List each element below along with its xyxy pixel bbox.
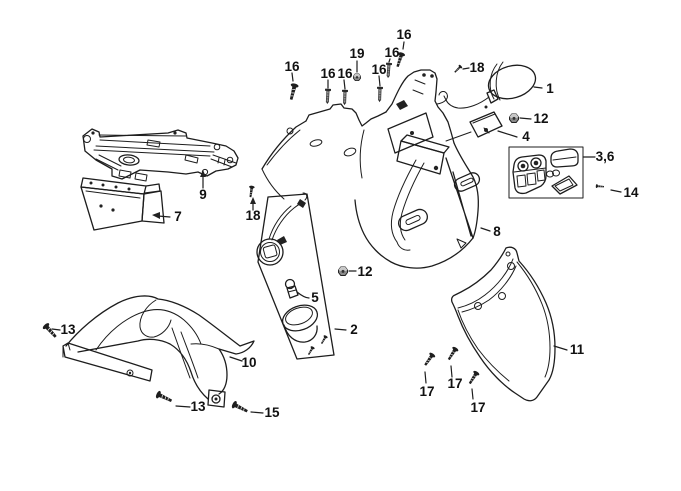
callout-labels: 16 16 16 19 16 16 16 18 1 12 4 3,6 14 9 … <box>60 27 639 420</box>
callout-19: 19 <box>349 46 364 61</box>
nut-19 <box>352 73 362 81</box>
screw-18-a <box>453 64 463 74</box>
callout-5: 5 <box>311 290 319 305</box>
callout-16-b: 16 <box>320 66 336 81</box>
nut-12-a <box>509 113 519 123</box>
callout-12-b: 12 <box>357 264 372 279</box>
screw-17-a <box>422 351 437 368</box>
callout-17-b: 17 <box>447 376 462 391</box>
callout-16-f: 16 <box>396 27 412 42</box>
callout-16-a: 16 <box>284 59 300 74</box>
callout-10: 10 <box>241 355 256 370</box>
screw-16-a <box>286 82 300 101</box>
part-2-license-light-box <box>256 192 335 360</box>
screw-17-b <box>445 345 460 362</box>
part-10-front-fender <box>62 295 255 408</box>
screw-16-d <box>376 86 384 103</box>
part-7-bracket-plate <box>80 177 165 231</box>
callout-14: 14 <box>623 185 639 200</box>
callout-17-a: 17 <box>419 384 434 399</box>
screw-13-a <box>41 321 60 340</box>
callout-8: 8 <box>493 224 501 239</box>
part-4-plate <box>445 111 503 142</box>
callout-16-c: 16 <box>337 66 353 81</box>
callout-16-e: 16 <box>384 45 400 60</box>
nut-12-b <box>338 266 348 276</box>
fasteners <box>41 51 605 416</box>
screw-17-c <box>466 369 481 386</box>
screw-16-c <box>341 89 349 106</box>
callout-11: 11 <box>570 342 585 357</box>
callout-7: 7 <box>174 209 182 224</box>
callout-13-a: 13 <box>60 322 76 337</box>
callout-17-c: 17 <box>470 400 485 415</box>
part-3-6-taillight-box <box>508 146 584 199</box>
part-8-rear-fender <box>261 69 481 269</box>
callout-18-a: 18 <box>469 60 485 75</box>
part-1-turn-signal <box>443 61 537 109</box>
callout-12-a: 12 <box>533 111 548 126</box>
callout-9: 9 <box>199 187 207 202</box>
part-9-rack-bracket <box>82 128 239 182</box>
screw-in-box <box>306 345 316 356</box>
callout-3-6: 3,6 <box>596 149 615 164</box>
part-11-mud-flap <box>450 246 556 402</box>
callout-15: 15 <box>264 405 280 420</box>
callout-2: 2 <box>350 322 358 337</box>
callout-16-d: 16 <box>371 62 387 77</box>
callout-4: 4 <box>522 129 530 144</box>
screw-in-box <box>319 334 329 345</box>
leader-lines <box>51 41 622 414</box>
screw-15 <box>230 399 250 416</box>
callout-13-b: 13 <box>190 399 206 414</box>
callout-18-b: 18 <box>245 208 261 223</box>
screw-18-b <box>247 185 256 198</box>
screw-13-b <box>154 389 174 405</box>
screw-14 <box>595 183 605 189</box>
callout-1: 1 <box>546 81 554 96</box>
screw-16-b <box>323 88 332 105</box>
bulb-5 <box>284 278 299 299</box>
